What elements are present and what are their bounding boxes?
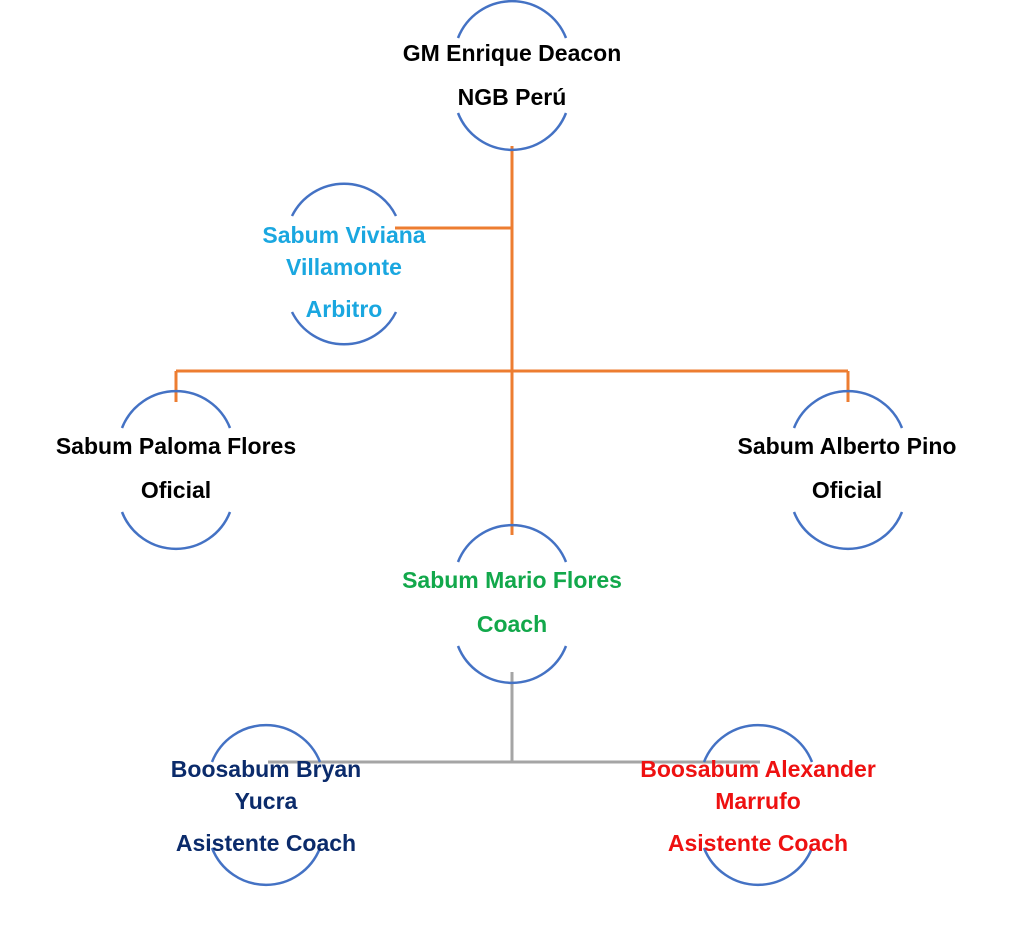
node-coach: Sabum Mario Flores Coach xyxy=(362,565,662,639)
connectors-top xyxy=(174,146,850,535)
node-oficial-left-top-arc xyxy=(120,389,232,429)
node-root: GM Enrique Deacon NGB Perú xyxy=(362,38,662,112)
node-assistant-left-name-line2: Yucra xyxy=(234,788,298,814)
node-arbitro-name-line2: Villamonte xyxy=(286,254,402,280)
node-coach-name: Sabum Mario Flores xyxy=(402,567,622,593)
node-assistant-left-top-arc xyxy=(210,723,322,763)
node-oficial-right-role: Oficial xyxy=(811,477,883,503)
node-oficial-right-name: Sabum Alberto Pino xyxy=(737,433,957,459)
node-oficial-right-top-arc xyxy=(792,389,904,429)
node-assistant-right-name-line2: Marrufo xyxy=(715,788,801,814)
node-arbitro-role: Arbitro xyxy=(305,296,383,322)
node-oficial-left-name: Sabum Paloma Flores xyxy=(55,433,297,459)
node-arbitro-bottom-arc xyxy=(290,311,398,346)
node-root-bottom-arc xyxy=(456,112,568,152)
node-arcs xyxy=(120,0,904,887)
node-assistant-right: Boosabum Alexander Marrufo Asistente Coa… xyxy=(608,753,908,859)
node-assistant-right-bottom-arc xyxy=(702,847,814,887)
node-oficial-right: Sabum Alberto Pino Oficial xyxy=(697,431,997,505)
node-assistant-left-bottom-arc xyxy=(210,847,322,887)
node-assistant-left: Boosabum Bryan Yucra Asistente Coach xyxy=(116,753,416,859)
node-oficial-left-bottom-arc xyxy=(120,511,232,551)
node-arbitro-name-line1: Sabum Viviana xyxy=(262,222,426,248)
node-assistant-left-name-line1: Boosabum Bryan xyxy=(170,756,362,782)
node-assistant-right-top-arc xyxy=(702,723,814,763)
node-assistant-right-name-line1: Boosabum Alexander xyxy=(640,756,876,782)
node-arbitro: Sabum Viviana Villamonte Arbitro xyxy=(194,219,494,325)
node-root-role: NGB Perú xyxy=(457,84,567,110)
node-coach-role: Coach xyxy=(476,611,548,637)
node-assistant-left-role: Asistente Coach xyxy=(175,830,357,856)
node-oficial-left: Sabum Paloma Flores Oficial xyxy=(26,431,326,505)
connectors-bottom xyxy=(268,672,760,764)
node-assistant-right-role: Asistente Coach xyxy=(667,830,849,856)
node-root-top-arc xyxy=(456,0,568,39)
node-oficial-right-bottom-arc xyxy=(792,511,904,551)
node-oficial-left-role: Oficial xyxy=(140,477,212,503)
node-arbitro-top-arc xyxy=(290,182,398,217)
node-root-name: GM Enrique Deacon xyxy=(402,40,622,66)
node-coach-bottom-arc xyxy=(456,645,568,685)
node-coach-top-arc xyxy=(456,523,568,563)
